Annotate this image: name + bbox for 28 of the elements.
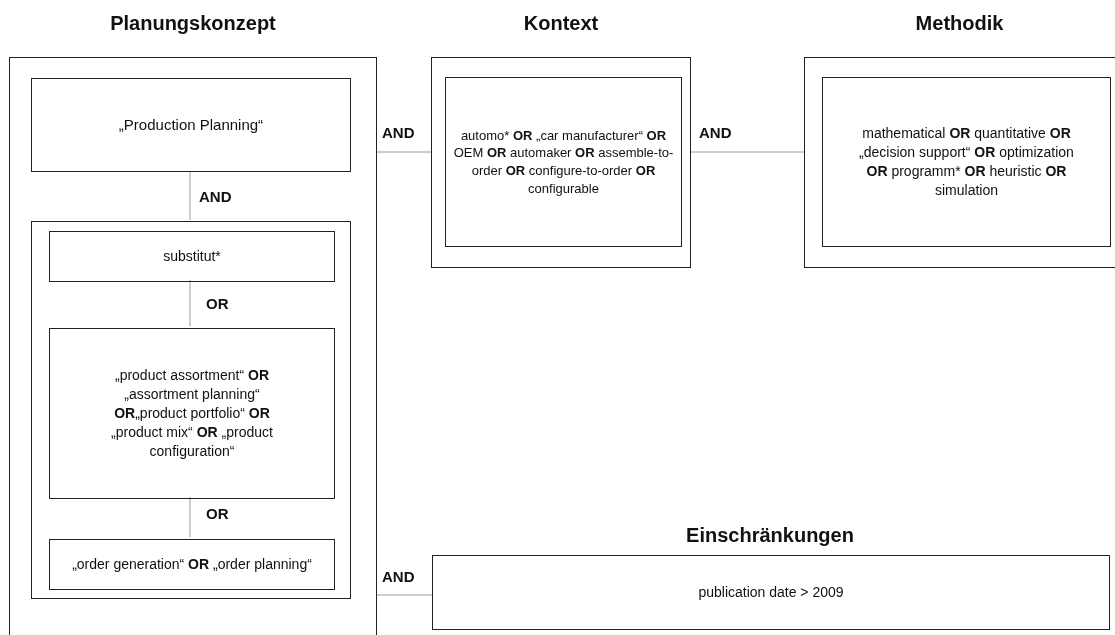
group-box [431, 57, 691, 268]
group-box [804, 57, 1115, 268]
term-box [49, 231, 335, 282]
section-heading: Kontext [522, 11, 600, 36]
search-term: „product assortment“ OR „assortment planning“ OR„product portfolio“ OR „product mix“ OR „product configuration“ [110, 366, 274, 461]
search-term: „order generation“ OR „order planning“ [71, 555, 313, 574]
section-heading: Einschränkungen [685, 523, 855, 548]
search-term: „Production Planning“ [118, 114, 264, 135]
group-box [432, 555, 1110, 630]
term-box [49, 328, 335, 499]
search-term: publication date > 2009 [698, 583, 844, 602]
section-heading: Planungskonzept [109, 11, 277, 36]
connector-line [189, 279, 191, 327]
term-box [49, 539, 335, 590]
search-term: substitut* [163, 247, 221, 266]
term-box [31, 78, 351, 172]
search-term: mathematical OR quantitative OR „decision support“ OR optimization OR programm* OR heuristic OR simulation [858, 124, 1075, 200]
term-box [822, 77, 1111, 247]
group-box [9, 57, 377, 635]
connector-line [189, 496, 191, 538]
term-box [445, 77, 682, 247]
connector-line [189, 170, 191, 221]
section-heading: Methodik [914, 11, 1005, 36]
search-term: automo* OR „car manufacturer“ OR OEM OR automaker OR assemble-to-order OR configure-to-order OR configurable [452, 126, 675, 198]
group-box [31, 221, 351, 599]
connector-line [376, 594, 433, 596]
connector-line [376, 151, 432, 153]
connector-line [690, 151, 805, 153]
